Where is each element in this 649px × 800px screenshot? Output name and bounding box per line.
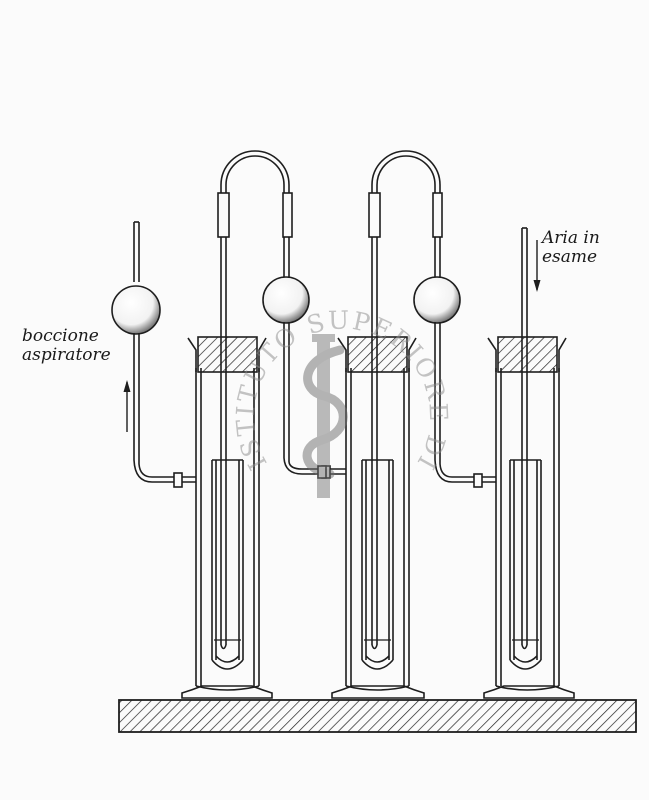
arrow-up-aspirator xyxy=(123,380,131,432)
base-board xyxy=(118,699,637,733)
test-tube-3 xyxy=(473,227,575,699)
label-air-line1: Aria in xyxy=(542,228,600,248)
aspirator-tube xyxy=(111,221,196,488)
test-tube-2 xyxy=(321,195,425,699)
u-tube-1 xyxy=(217,150,318,475)
label-aria-in-esame: Aria in esame xyxy=(542,229,642,267)
label-air-line2: esame xyxy=(542,247,598,267)
arrow-down-air xyxy=(533,240,541,292)
label-aspirator-line1: boccione xyxy=(22,326,99,346)
label-aspirator-line2: aspiratore xyxy=(22,345,111,365)
test-tube-1 xyxy=(181,195,273,699)
u-tube-2 xyxy=(368,150,474,483)
label-boccione-aspiratore: boccione aspiratore xyxy=(22,327,142,365)
